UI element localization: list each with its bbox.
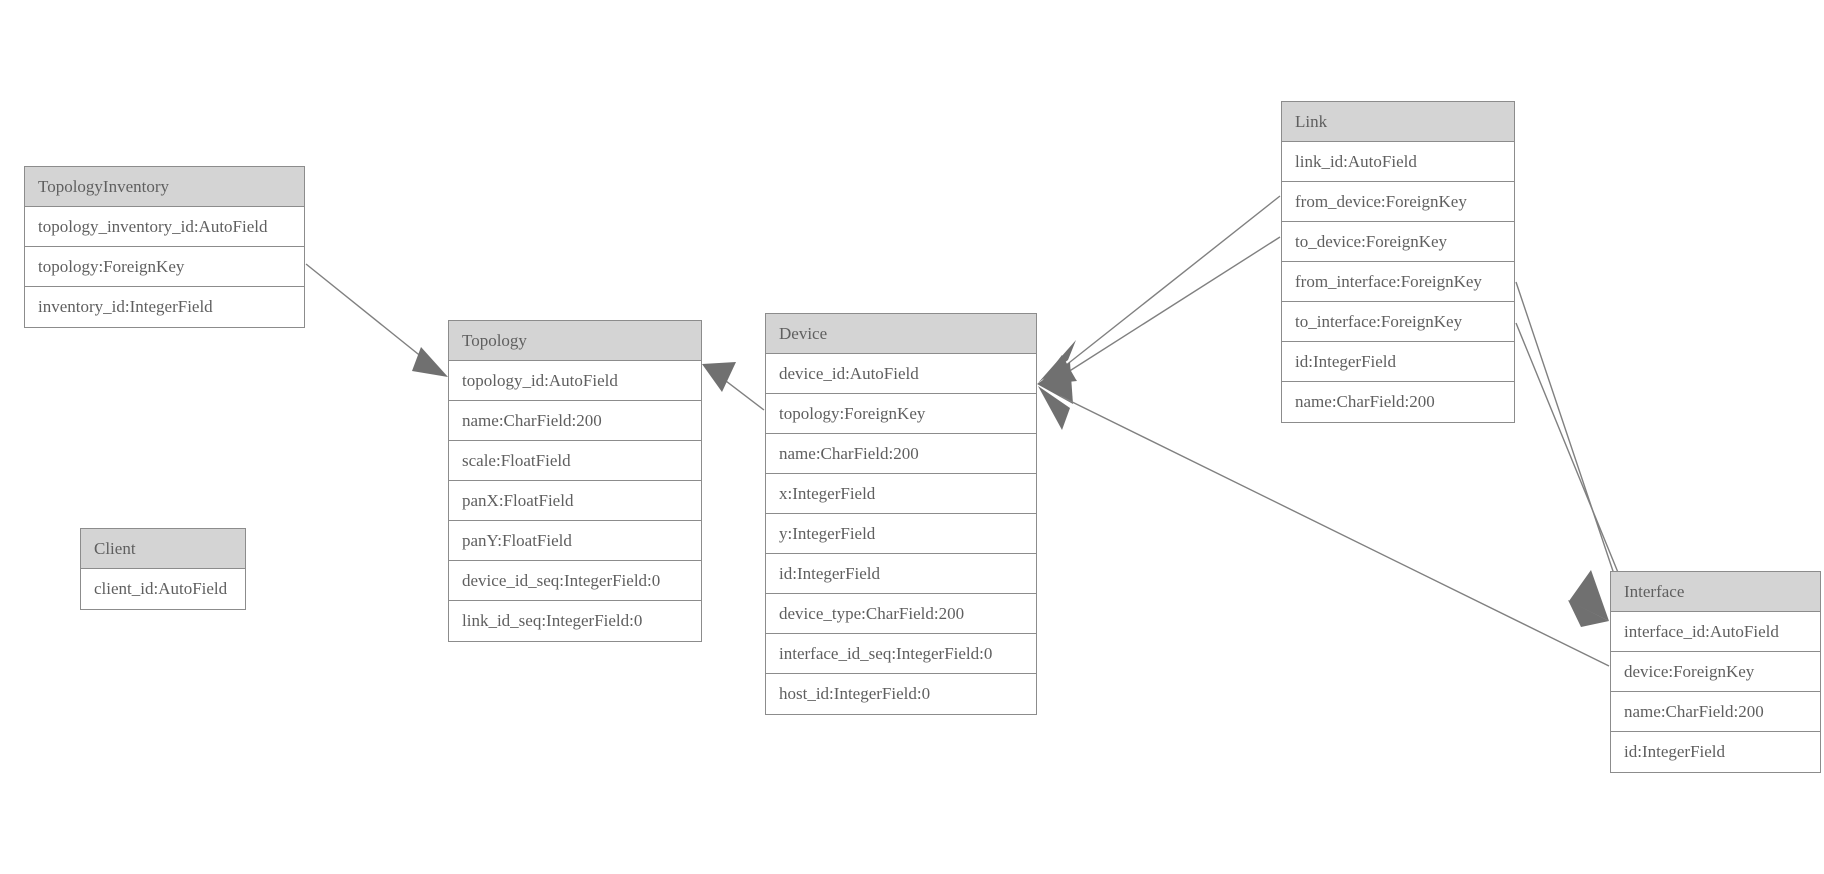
edge-link-from-device (1039, 195, 1281, 385)
entity-title-topology: Topology (449, 321, 701, 361)
field-row: topology:ForeignKey (25, 247, 304, 287)
field-row: id:IntegerField (766, 554, 1036, 594)
field-row: name:CharField:200 (766, 434, 1036, 474)
field-row: topology:ForeignKey (766, 394, 1036, 434)
entity-link[interactable]: Link link_id:AutoField from_device:Forei… (1281, 101, 1515, 423)
entity-device[interactable]: Device device_id:AutoField topology:Fore… (765, 313, 1037, 715)
field-row: panX:FloatField (449, 481, 701, 521)
entity-title-device: Device (766, 314, 1036, 354)
arrowhead-device-right (1037, 340, 1076, 430)
field-row: from_device:ForeignKey (1282, 182, 1514, 222)
arrowhead-interface-left (1568, 570, 1609, 627)
edge-topologyinventory-topology (305, 263, 448, 377)
field-row: scale:FloatField (449, 441, 701, 481)
field-row: inventory_id:IntegerField (25, 287, 304, 327)
entity-title-topology-inventory: TopologyInventory (25, 167, 304, 207)
field-row: device_id_seq:IntegerField:0 (449, 561, 701, 601)
field-row: topology_id:AutoField (449, 361, 701, 401)
entity-title-interface: Interface (1611, 572, 1820, 612)
field-row: name:CharField:200 (1282, 382, 1514, 422)
entity-title-link: Link (1282, 102, 1514, 142)
field-row: y:IntegerField (766, 514, 1036, 554)
field-row: id:IntegerField (1282, 342, 1514, 382)
entity-interface[interactable]: Interface interface_id:AutoField device:… (1610, 571, 1821, 773)
field-row: to_device:ForeignKey (1282, 222, 1514, 262)
entity-topology-inventory[interactable]: TopologyInventory topology_inventory_id:… (24, 166, 305, 328)
field-row: link_id_seq:IntegerField:0 (449, 601, 701, 641)
field-row: client_id:AutoField (81, 569, 245, 609)
edge-link-to-device (1039, 236, 1281, 385)
edge-link-from-interface (1515, 281, 1621, 593)
field-row: topology_inventory_id:AutoField (25, 207, 304, 247)
field-row: x:IntegerField (766, 474, 1036, 514)
entity-topology[interactable]: Topology topology_id:AutoField name:Char… (448, 320, 702, 642)
entity-client[interactable]: Client client_id:AutoField (80, 528, 246, 610)
edge-link-to-interface (1515, 322, 1627, 593)
field-row: interface_id_seq:IntegerField:0 (766, 634, 1036, 674)
field-row: device_type:CharField:200 (766, 594, 1036, 634)
field-row: host_id:IntegerField:0 (766, 674, 1036, 714)
edge-interface-device (1059, 395, 1610, 667)
field-row: link_id:AutoField (1282, 142, 1514, 182)
field-row: from_interface:ForeignKey (1282, 262, 1514, 302)
entity-title-client: Client (81, 529, 245, 569)
field-row: interface_id:AutoField (1611, 612, 1820, 652)
field-row: device_id:AutoField (766, 354, 1036, 394)
edge-device-topology (702, 362, 765, 411)
field-row: id:IntegerField (1611, 732, 1820, 772)
field-row: panY:FloatField (449, 521, 701, 561)
field-row: to_interface:ForeignKey (1282, 302, 1514, 342)
field-row: name:CharField:200 (449, 401, 701, 441)
field-row: name:CharField:200 (1611, 692, 1820, 732)
field-row: device:ForeignKey (1611, 652, 1820, 692)
